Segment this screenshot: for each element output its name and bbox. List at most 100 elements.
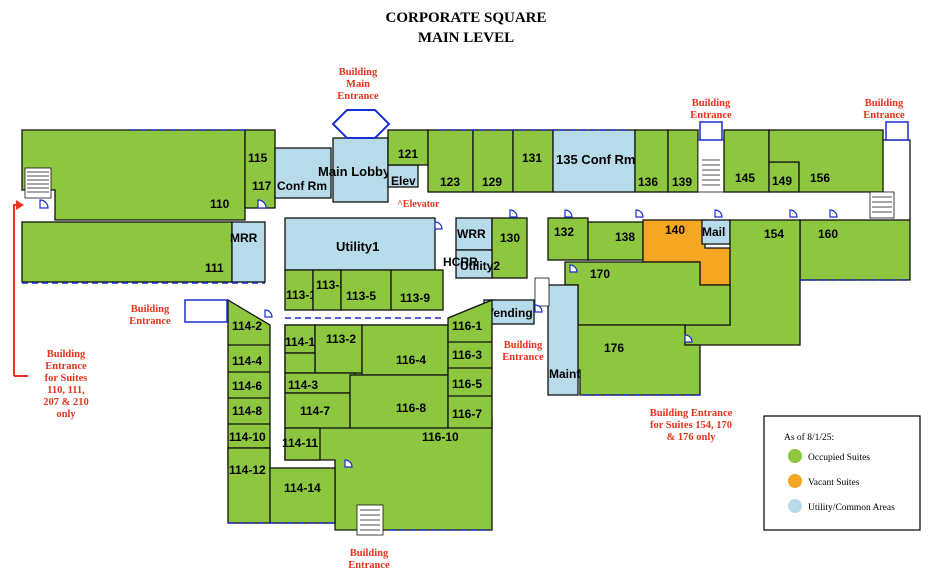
room-label-139: 139 (672, 175, 692, 189)
suite-113-3[interactable] (312, 269, 342, 311)
entrance-left-line4: 110, 111, (47, 385, 85, 396)
suite-123[interactable] (427, 129, 474, 193)
north-entrance-vestibule (699, 121, 723, 141)
suite-113-1[interactable] (284, 269, 314, 311)
suite-138[interactable] (587, 221, 644, 261)
entrance-label-main: Building Main Entrance (337, 67, 379, 102)
utility-1[interactable] (284, 217, 436, 271)
left-entrance-arrow-line (13, 204, 20, 376)
room-label-132: 132 (554, 225, 574, 239)
suite-114-1b[interactable] (284, 352, 316, 374)
mail-room[interactable] (701, 219, 731, 245)
map-legend: As of 8/1/25: Occupied Suites Vacant Sui… (763, 415, 921, 531)
legend-occupied-swatch (788, 449, 802, 463)
suite-131[interactable] (512, 129, 554, 193)
suite-113-5[interactable] (340, 269, 392, 311)
suite-136[interactable] (634, 129, 669, 193)
suite-139[interactable] (667, 129, 699, 193)
exterior-wall-dashes (22, 129, 910, 531)
room-label-114-1: 114-1 (285, 335, 315, 349)
left-entrance-arrow-head (16, 200, 24, 210)
room-label-utility1: Utility1 (336, 239, 379, 254)
room-label-116-10: 116-10 (422, 430, 459, 444)
entrance-west-line1: Building (131, 304, 170, 315)
entrance-label-center: Building Entrance (502, 340, 544, 363)
entrance-154-line1: Building Entrance (650, 408, 733, 419)
legend-vacant-label: Vacant Suites (808, 478, 860, 488)
room-label-114-6: 114-6 (232, 379, 262, 393)
room-label-elev: Elev (391, 174, 416, 188)
suite-114-14[interactable] (269, 467, 336, 524)
entrance-top-mid-line2: Entrance (690, 110, 732, 121)
entrance-main-line2: Main (346, 79, 370, 90)
main-entrance-vestibule (331, 109, 391, 139)
room-label-vending: Vending (486, 306, 533, 320)
room-label-117: 117 (252, 179, 272, 193)
suite-176[interactable] (564, 324, 701, 396)
room-label-123: 123 (440, 175, 460, 189)
suite-156[interactable] (768, 129, 884, 193)
entrance-label-top-mid: Building Entrance (690, 98, 732, 121)
entrance-left-line5: 207 & 210 (43, 397, 89, 408)
legend-vacant-swatch (788, 474, 802, 488)
suite-113-9[interactable] (390, 269, 444, 311)
room-label-176: 176 (604, 341, 624, 355)
entrance-top-right-line1: Building (865, 98, 904, 109)
entrance-main-line3: Entrance (337, 91, 379, 102)
room-label-114-8: 114-8 (232, 404, 262, 418)
room-label-156: 156 (810, 171, 830, 185)
room-label-113-2: 113-2 (326, 332, 356, 346)
maintenance-room[interactable] (547, 284, 579, 396)
accessible-restroom[interactable] (455, 249, 493, 279)
west-entrance-vestibule (184, 299, 228, 323)
room-label-conf-rm: Conf Rm (277, 179, 327, 193)
room-label-149: 149 (772, 174, 792, 188)
entrance-center-line1: Building (504, 340, 543, 351)
suite-114-12[interactable] (227, 447, 271, 524)
room-label-116-7: 116-7 (452, 407, 482, 421)
entrance-top-mid-line1: Building (692, 98, 731, 109)
room-label-140: 140 (665, 223, 685, 237)
entrance-left-line1: Building (47, 349, 86, 360)
legend-occupied-label: Occupied Suites (808, 453, 870, 463)
door-markers (39, 199, 838, 468)
suite-114-1[interactable] (284, 324, 316, 354)
room-label-129: 129 (482, 175, 502, 189)
entrance-bottom-line2: Entrance (348, 560, 390, 571)
conference-room-135[interactable] (552, 129, 636, 193)
room-label-114-4: 114-4 (232, 354, 262, 368)
suite-111[interactable] (21, 221, 233, 283)
room-label-114-14: 114-14 (284, 481, 321, 495)
entrance-label-left-suites: Building Entrance for Suites 110, 111, 2… (43, 349, 89, 420)
room-label-116-3: 116-3 (452, 348, 482, 362)
room-label-160: 160 (818, 227, 838, 241)
entrance-label-suites-154: Building Entrance for Suites 154, 170 & … (650, 408, 733, 443)
room-label-mrr: MRR (230, 231, 258, 245)
entrance-label-bottom: Building Entrance (348, 548, 390, 571)
suite-114-11[interactable] (284, 427, 321, 461)
map-title-line2: MAIN LEVEL (418, 30, 514, 46)
suite-116-4[interactable] (361, 324, 449, 376)
stairwell-center (534, 277, 550, 307)
suite-160[interactable] (799, 219, 911, 281)
room-label-main-lobby: Main Lobby (318, 164, 391, 179)
room-label-138: 138 (615, 230, 635, 244)
conf-room-utility[interactable] (274, 147, 332, 199)
entrance-top-right-line2: Entrance (863, 110, 905, 121)
suite-130[interactable] (491, 217, 528, 279)
suite-115[interactable] (244, 129, 276, 209)
map-title-line1: CORPORATE SQUARE (386, 10, 547, 26)
stair-lines-north (702, 159, 720, 186)
room-label-113-9: 113-9 (400, 291, 430, 305)
entrance-154-line3: & 176 only (666, 432, 716, 443)
room-label-113-3: 113-3 (316, 278, 346, 292)
room-label-utility2: Utility2 (460, 259, 500, 273)
room-label-154: 154 (764, 227, 784, 241)
suite-121[interactable] (387, 129, 429, 166)
suite-116-8[interactable] (349, 374, 449, 429)
mens-restroom[interactable] (231, 221, 266, 283)
suite-113-2[interactable] (314, 324, 363, 374)
entrance-label-west: Building Entrance (129, 304, 171, 327)
room-label-115: 115 (248, 151, 268, 165)
